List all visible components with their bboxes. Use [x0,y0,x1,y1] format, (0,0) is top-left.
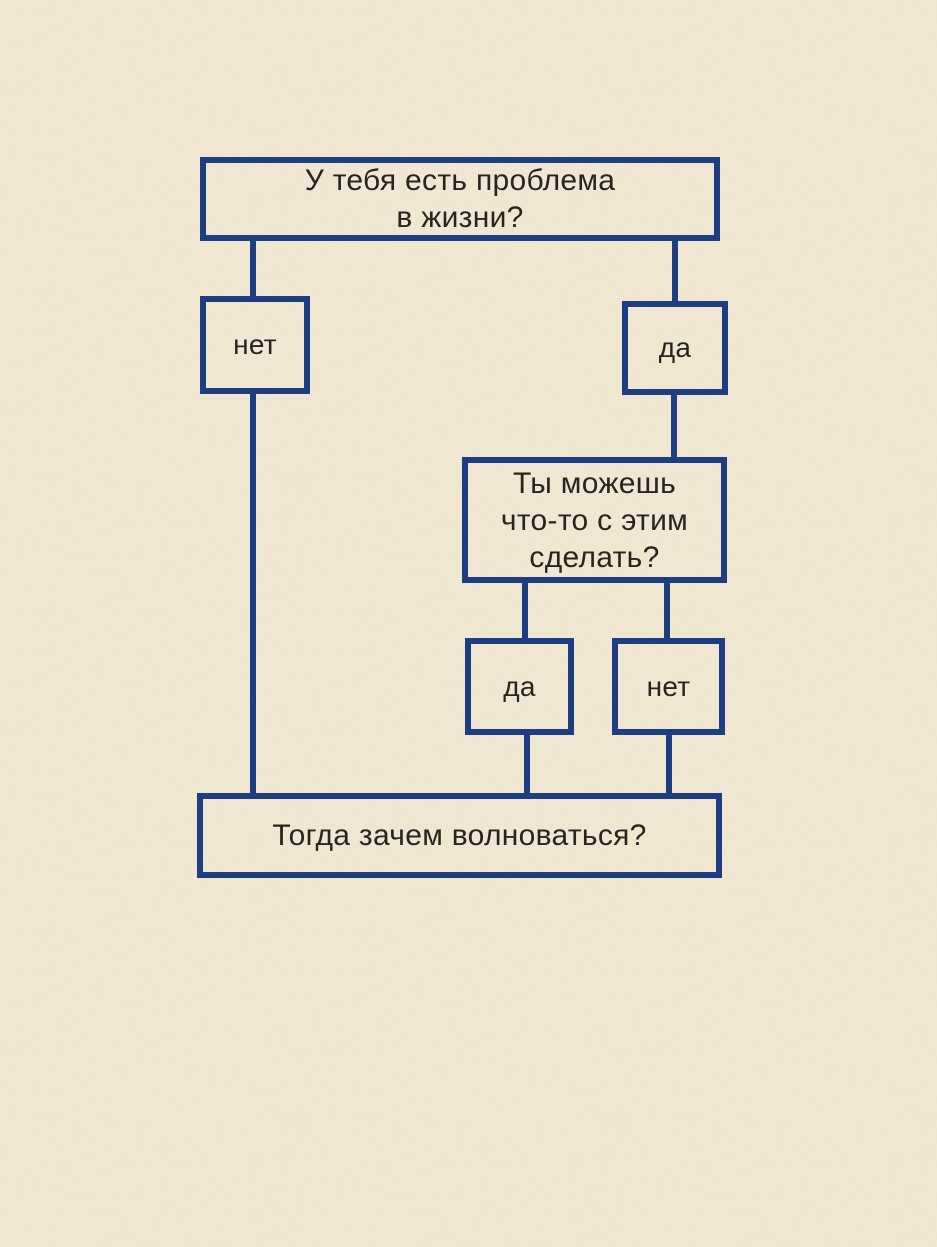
answer-no2-label: нет [646,670,691,702]
connector-question2-to-no2 [664,579,670,642]
connector-no2-to-conclusion [666,731,672,797]
answer-no-label: нет [233,329,277,360]
answer-box-yes-right: да [622,301,728,395]
connector-question1-to-yes [672,238,678,305]
connector-yes2-to-conclusion [524,731,530,797]
question-box-life-problem: У тебя есть проблема в жизни? [200,157,720,241]
answer-yes-label: да [658,332,692,363]
question-box-can-do-something: Ты можешь что-то с этим сделать? [462,457,727,583]
question2-line2: что-то с этим [500,503,689,537]
connector-question2-to-yes2 [522,579,528,642]
question1-line2: в жизни? [396,201,524,234]
question2-line3: сделать? [529,540,660,574]
answer-box-no-2: нет [612,638,725,735]
conclusion-box-why-worry: Тогда зачем волноваться? [197,793,722,878]
question1-line1: У тебя есть проблема [304,164,616,197]
answer-box-no-left: нет [200,296,310,394]
connector-no-to-conclusion [250,390,256,797]
answer-yes2-label: да [503,670,536,702]
question2-line1: Ты можешь [512,466,677,500]
conclusion-label: Тогда зачем волноваться? [272,819,647,852]
connector-yes-to-question2 [671,391,677,461]
answer-box-yes-2: да [465,638,574,735]
connector-question1-to-no [250,238,256,300]
